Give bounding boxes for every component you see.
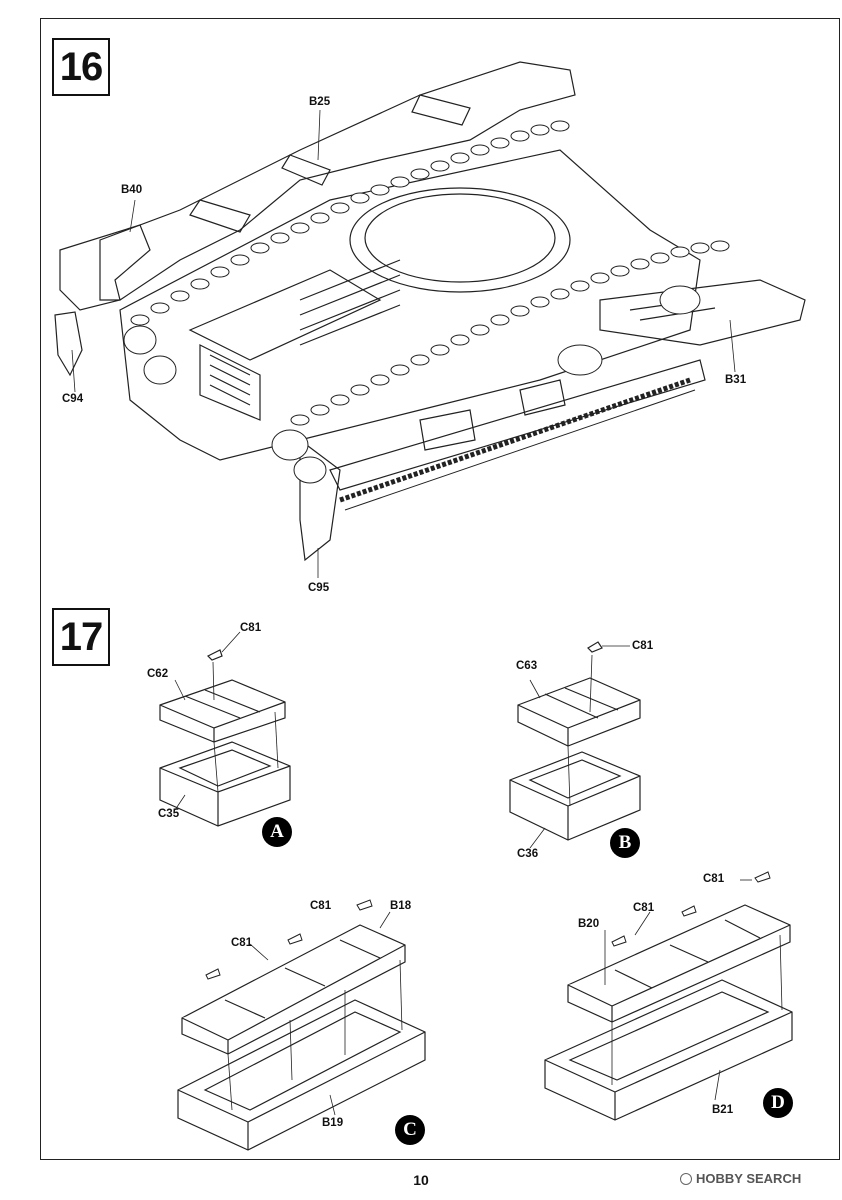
label-c95: C95 — [308, 582, 330, 594]
label-a-c62: C62 — [147, 668, 169, 680]
label-d-b20: B20 — [578, 918, 600, 930]
label-c-b18: B18 — [390, 900, 412, 912]
label-d-c81-mid: C81 — [633, 902, 655, 914]
step-17-number: 17 — [52, 608, 110, 666]
label-b25: B25 — [309, 96, 331, 108]
badge-a: A — [262, 817, 292, 847]
label-a-c81: C81 — [240, 622, 262, 634]
label-b31: B31 — [725, 374, 747, 386]
label-a-c35: C35 — [158, 808, 180, 820]
watermark: HOBBY SEARCH — [680, 1171, 801, 1186]
badge-b: B — [610, 828, 640, 858]
label-d-c81-top: C81 — [703, 873, 725, 885]
page-number: 10 — [413, 1172, 429, 1188]
watermark-text: HOBBY SEARCH — [696, 1171, 802, 1186]
label-b-c63: C63 — [516, 660, 538, 672]
label-c-c81-left: C81 — [231, 937, 253, 949]
step-16-number: 16 — [52, 38, 110, 96]
label-c-b19: B19 — [322, 1117, 344, 1129]
watermark-logo-icon — [680, 1172, 692, 1185]
label-b40: B40 — [121, 184, 143, 196]
label-c94: C94 — [62, 393, 84, 405]
badge-c: C — [395, 1115, 425, 1145]
step-17-text: 17 — [59, 614, 103, 659]
page-frame — [40, 18, 840, 1160]
badge-d: D — [763, 1088, 793, 1118]
label-d-b21: B21 — [712, 1104, 734, 1116]
step-16-text: 16 — [59, 44, 103, 89]
label-c-c81-top: C81 — [310, 900, 332, 912]
label-b-c36: C36 — [517, 848, 539, 860]
label-b-c81: C81 — [632, 640, 654, 652]
